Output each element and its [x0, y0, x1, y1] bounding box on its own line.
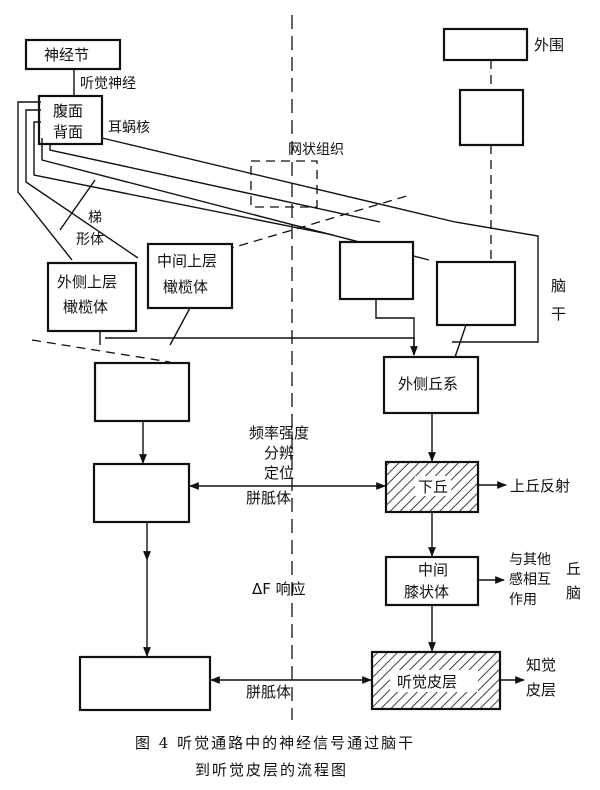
middle-right-box: [338, 240, 415, 301]
dorsal-label: 背面: [53, 123, 83, 141]
pathway-to-lateral-olive: [17, 101, 73, 261]
cochlear-nucleus-label: 耳蜗核: [108, 120, 150, 136]
frequency-label-1: 频率强度: [249, 424, 309, 442]
lateral-olive-label-1: 外侧上层: [57, 273, 117, 291]
right-box: [435, 260, 517, 327]
auditory-nerve-label: 听觉神经: [80, 76, 136, 92]
caption-line-1: 图 4 听觉通路中的神经信号通过脑干: [135, 734, 415, 752]
medial-geniculate-box: [384, 555, 480, 607]
other-senses-label-3: 作用: [509, 592, 537, 608]
link-olive-to-lemniscus: [105, 337, 418, 356]
trapezoid-label-1: 梯: [88, 210, 102, 226]
auditory-cortex-label: 听觉皮层: [397, 673, 457, 691]
periphery-box-lower: [458, 88, 525, 147]
reticular-formation-label: 网状组织: [288, 142, 344, 158]
pathway-to-brainstem: [101, 137, 539, 343]
medial-superior-olive-box: [146, 242, 234, 310]
perception-label-2: 皮层: [526, 681, 556, 699]
ganglion-box: [24, 38, 122, 71]
lateral-olive-label-2: 橄榄体: [63, 298, 108, 316]
link-middle-to-lemniscus: [375, 299, 415, 355]
corpus-callosum-label-1: 胼胝体: [246, 489, 291, 507]
diagonal-dashed-line: [224, 194, 411, 251]
pathway-to-medial-olive: [25, 109, 139, 259]
pathway-to-right-box-2: [49, 144, 381, 223]
periphery-label: 外围: [534, 36, 564, 54]
superior-reflex-label: 上丘反射: [510, 477, 570, 495]
medial-olive-label-2: 橄榄体: [163, 278, 208, 296]
lower-dashed-line: [31, 339, 171, 363]
trapezoid-label-2: 形体: [76, 232, 104, 248]
corpus-callosum-label-2: 胼胝体: [246, 683, 291, 701]
lateral-lemniscus-box: [382, 355, 480, 415]
reticular-formation-box: [250, 160, 318, 208]
frequency-label-3: 定位: [264, 464, 294, 482]
pathway-to-left-box: [33, 121, 334, 236]
ganglion-label: 神经节: [44, 46, 89, 64]
ventral-label: 腹面: [53, 102, 83, 120]
pathway-to-right-box-1: [41, 138, 430, 261]
frequency-label-2: 分辨: [264, 444, 294, 462]
periphery-box-upper: [442, 27, 529, 62]
link-right-to-lemniscus: [453, 324, 467, 361]
left-box-3: [78, 655, 212, 712]
other-senses-label-2: 感相互: [509, 571, 551, 588]
brainstem-label-1: 脑: [551, 277, 566, 295]
left-box-2: [92, 462, 191, 524]
lateral-superior-olive-box: [46, 261, 138, 333]
cochlear-nucleus-box: [37, 94, 104, 146]
brainstem-label-2: 干: [551, 305, 566, 323]
perception-label-1: 知觉: [526, 656, 556, 674]
thalamus-label-1: 丘: [566, 560, 581, 578]
inferior-colliculus-label: 下丘: [418, 478, 448, 496]
mgb-label-1: 中间: [418, 561, 448, 579]
trapezoid-body-line: [59, 179, 96, 231]
link-medial-olive-down: [169, 307, 191, 346]
left-box-1: [93, 361, 191, 423]
mgb-label-2: 膝状体: [404, 583, 449, 601]
lateral-lemniscus-label: 外侧丘系: [398, 375, 458, 393]
caption-line-2: 到听觉皮层的流程图: [195, 761, 348, 779]
medial-olive-label-1: 中间上层: [157, 252, 217, 270]
other-senses-label-1: 与其他: [509, 552, 551, 568]
thalamus-label-2: 脑: [566, 584, 581, 602]
delta-f-label: ΔF 响应: [252, 580, 306, 598]
